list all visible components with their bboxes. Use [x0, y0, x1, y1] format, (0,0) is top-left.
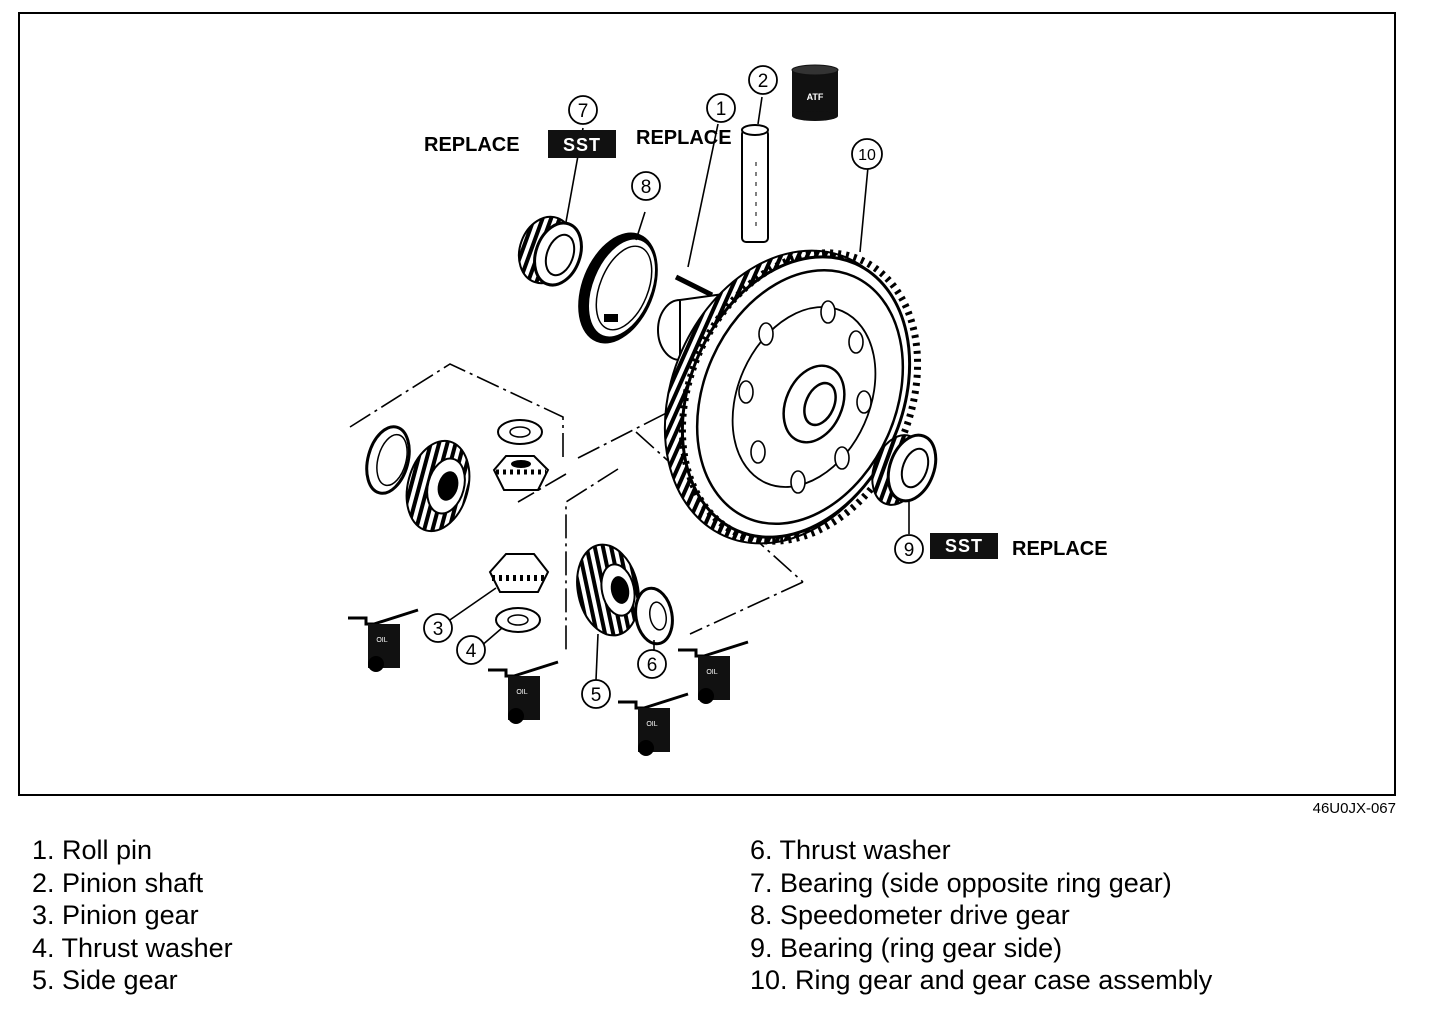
callout-10 — [851, 138, 883, 170]
legend-item: 8. Speedometer drive gear — [750, 900, 1070, 930]
sst-label: SST — [563, 135, 601, 155]
oil-label: OIL — [646, 721, 657, 728]
legend-item: 9. Bearing (ring gear side) — [750, 932, 1063, 963]
callout-9 — [894, 534, 924, 564]
sst-badge — [548, 130, 616, 158]
figure-id: 46U0JX-067 — [1312, 800, 1396, 817]
legend-item: 10. Ring gear and gear case assembly — [750, 965, 1213, 995]
oil-label: OIL — [516, 689, 527, 696]
oil-can-icon — [348, 608, 419, 672]
oil-can-icon — [678, 640, 749, 704]
replace-label: REPLACE — [636, 127, 732, 149]
speedometer-drive-gear-part — [578, 211, 658, 344]
replace-label: REPLACE — [1012, 538, 1108, 560]
legend-item: 2. Pinion shaft — [32, 867, 204, 898]
replace-label: REPLACE — [424, 134, 520, 156]
callout-1 — [706, 93, 736, 123]
callout-2 — [748, 65, 778, 95]
oil-can-icon — [488, 660, 559, 724]
callout-4-label: 4 — [466, 641, 477, 662]
pinion-shaft-part — [741, 96, 769, 243]
callout-7 — [568, 95, 598, 125]
callout-4 — [456, 635, 486, 665]
oil-label: OIL — [706, 669, 717, 676]
legend-left: 1. Roll pin 2. Pinion shaft 3. Pinion ge… — [32, 834, 233, 997]
pinion-gear-part — [443, 553, 550, 625]
callout-7-label: 7 — [578, 101, 589, 122]
oil-can-icon — [618, 692, 689, 756]
bearing-opposite-side-part — [517, 127, 584, 287]
legend-item: 7. Bearing (side opposite ring gear) — [750, 867, 1172, 898]
callout-3-label: 3 — [433, 619, 444, 640]
callout-5-label: 5 — [591, 685, 602, 706]
callout-8 — [631, 171, 661, 201]
oil-label: OIL — [376, 637, 387, 644]
thrust-washer-right-part — [634, 586, 674, 652]
legend-item: 1. Roll pin — [32, 835, 153, 865]
atf-can-icon — [791, 64, 839, 121]
roll-pin-part — [674, 123, 719, 298]
side-gear-left-part — [365, 425, 471, 533]
atf-label: ATF — [807, 92, 824, 102]
legend-right: 6. Thrust washer 7. Bearing (side opposi… — [750, 834, 1212, 997]
callout-3 — [423, 613, 453, 643]
legend-item: 6. Thrust washer — [750, 835, 951, 865]
callout-10-label: 10 — [858, 147, 876, 164]
callout-6 — [637, 649, 667, 679]
ring-gear-case-part — [657, 166, 922, 545]
sst-label: SST — [945, 536, 983, 556]
legend-item: 3. Pinion gear — [32, 900, 199, 930]
legend-item: 5. Side gear — [32, 965, 178, 995]
bearing-ring-gear-side-part — [871, 433, 938, 534]
sst-badge — [930, 533, 998, 559]
diagram-frame — [18, 12, 1396, 796]
side-gear-part — [576, 543, 640, 681]
callout-5 — [581, 679, 611, 709]
callout-2-label: 2 — [758, 71, 769, 92]
callout-9-label: 9 — [904, 540, 915, 561]
callout-6-label: 6 — [647, 655, 658, 676]
pinion-gear-upper-part — [492, 419, 550, 491]
callout-8-label: 8 — [641, 177, 652, 198]
legend-item: 4. Thrust washer — [32, 932, 233, 963]
thrust-washer-part — [479, 607, 541, 648]
differential-exploded-view: ATF — [348, 64, 1108, 756]
callout-1-label: 1 — [716, 99, 727, 120]
